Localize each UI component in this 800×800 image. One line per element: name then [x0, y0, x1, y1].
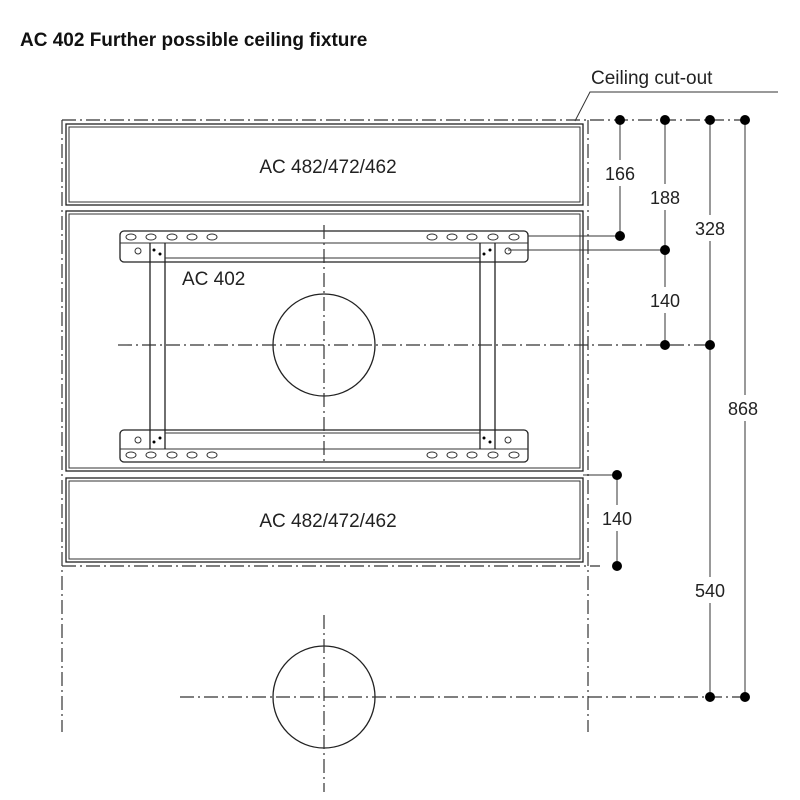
ceiling-cutout-outline [61, 119, 745, 732]
dim-540: 540 [695, 581, 725, 601]
dim-166: 166 [605, 164, 635, 184]
middle-unit-label: AC 402 [182, 269, 245, 290]
top-unit-label: AC 482/472/462 [259, 157, 396, 178]
bracket-holes [125, 233, 520, 459]
page-title: AC 402 Further possible ceiling fixture [20, 30, 368, 51]
ceiling-cutout-leader [574, 91, 778, 122]
dim-140-upper: 140 [650, 291, 680, 311]
ceiling-cutout-label: Ceiling cut-out [591, 68, 713, 89]
bottom-unit-box [65, 477, 584, 563]
dim-188: 188 [650, 188, 680, 208]
dim-140-lower: 140 [602, 509, 632, 529]
dim-868: 868 [728, 399, 758, 419]
top-unit-box [65, 123, 584, 206]
middle-unit-box [65, 210, 584, 472]
bottom-unit-label: AC 482/472/462 [259, 511, 396, 532]
dim-328: 328 [695, 219, 725, 239]
